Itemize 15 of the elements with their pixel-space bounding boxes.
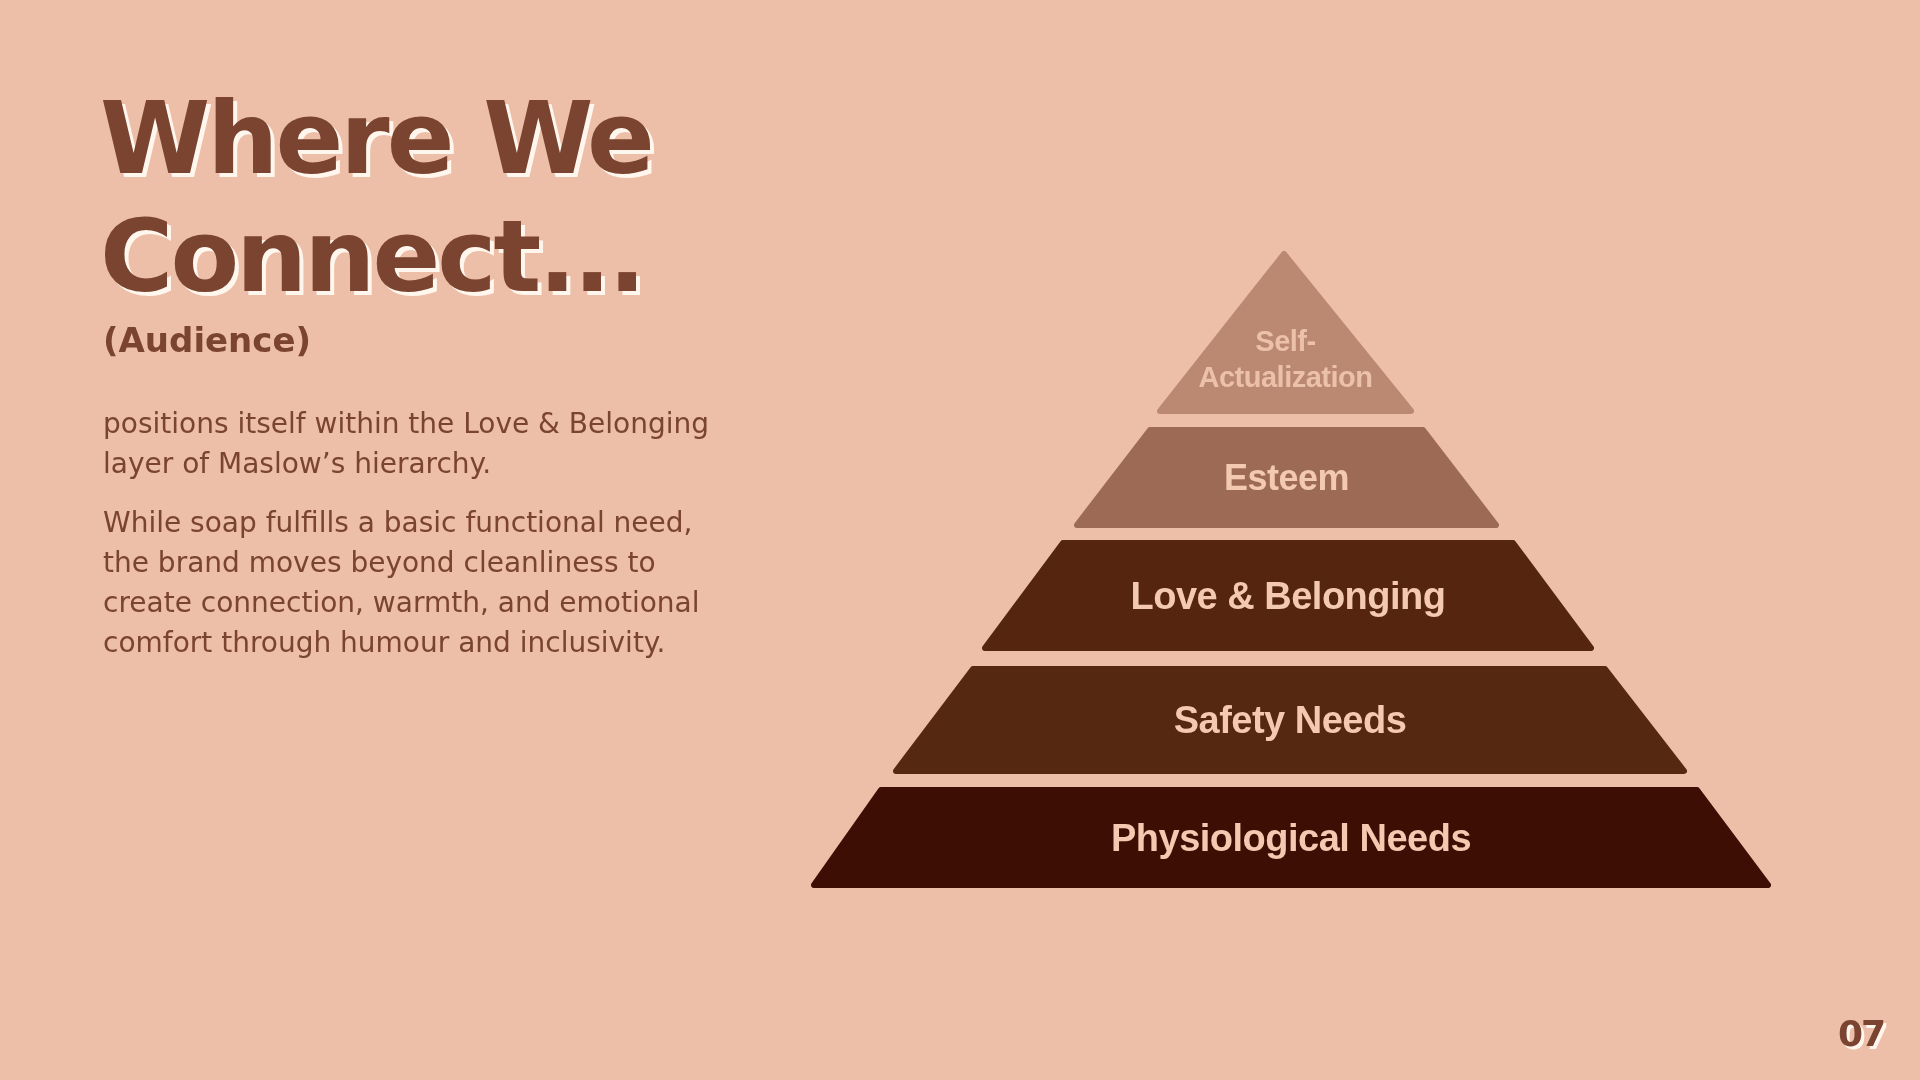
tier-label: Physiological Needs	[1110, 815, 1472, 861]
body-paragraph: While soap fulfills a basic functional need, the brand moves beyond cleanliness to create connection, warmth, and emotional comfort through humour and inclusivity.	[103, 505, 701, 661]
tier-label: Self-Actualization	[1198, 323, 1373, 395]
pyramid-tier	[893, 666, 1687, 774]
pyramid-tier	[811, 787, 1771, 888]
body-paragraph: positions itself within the Love & Belonging layer of Maslow’s hierarchy.	[103, 406, 711, 482]
pyramid-tier	[1074, 427, 1499, 528]
tier-label: Safety Needs	[1173, 698, 1407, 743]
pyramid-tier	[1157, 251, 1414, 414]
tier-label: Esteem	[1223, 456, 1350, 500]
page-title: Where We Connect...	[100, 80, 653, 316]
tier-label: Love & Belonging	[1130, 573, 1446, 619]
page-number: 07	[1838, 1014, 1885, 1054]
subtitle: (Audience)	[103, 319, 312, 362]
pyramid-tier	[982, 540, 1594, 651]
